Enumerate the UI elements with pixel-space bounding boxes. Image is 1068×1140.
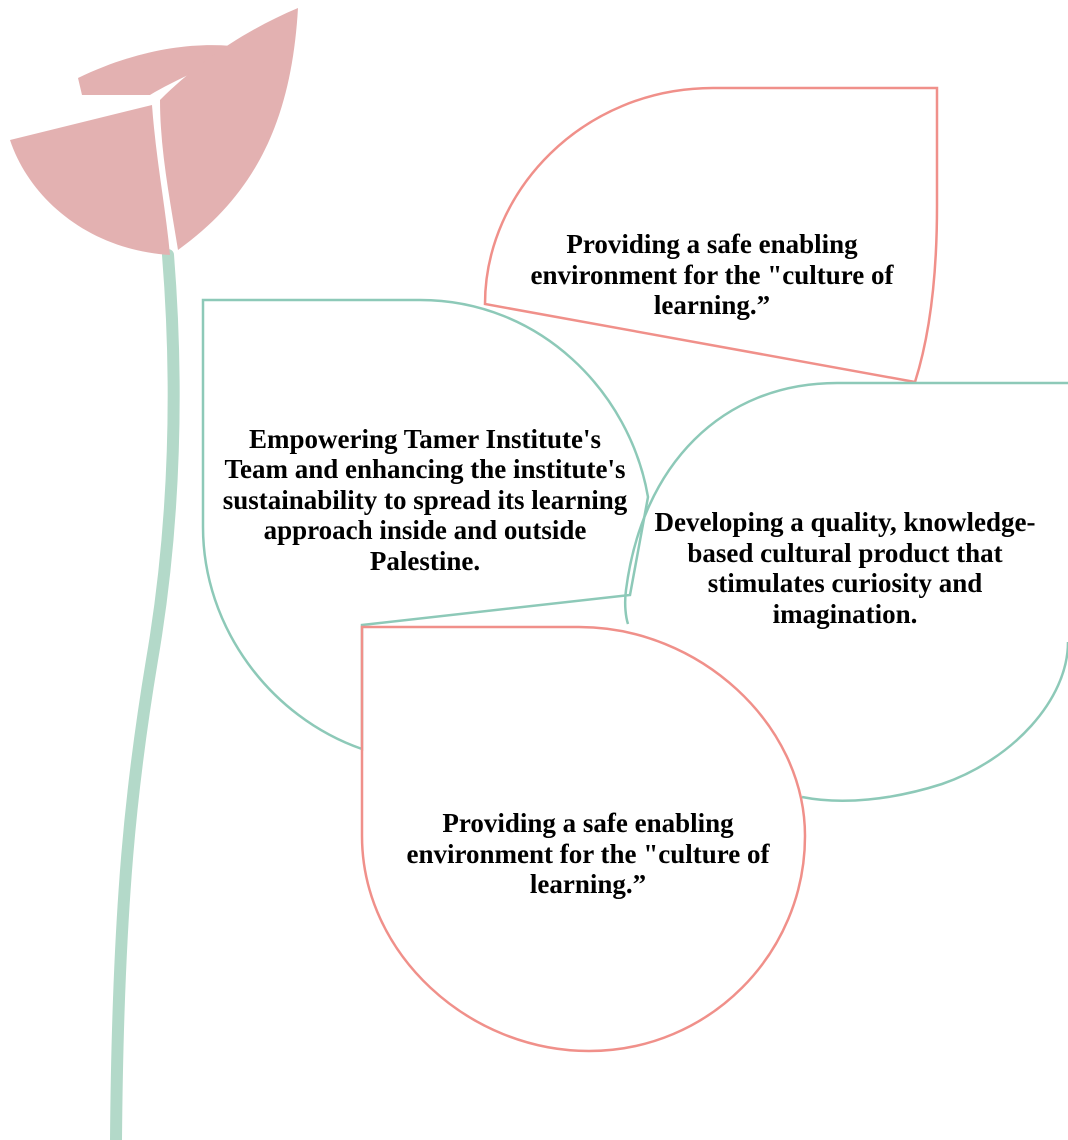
leaf-text-right: Developing a quality, knowledge-based cu… bbox=[654, 507, 1036, 629]
leaf-shape-left bbox=[201, 298, 650, 751]
tulip-flower bbox=[10, 8, 298, 255]
leaf-shape-top bbox=[483, 86, 939, 384]
leaf-text-left: Empowering Tamer Institute's Team and en… bbox=[222, 423, 628, 576]
tulip-stem bbox=[110, 249, 180, 1140]
leaf-shape-right bbox=[623, 381, 1068, 802]
tulip-petal-left bbox=[10, 105, 170, 255]
leaf-shape-bottom bbox=[360, 625, 807, 1053]
leaf-text-top: Providing a safe enabling environment fo… bbox=[530, 229, 894, 321]
tulip-petal-middle bbox=[78, 45, 248, 95]
leaf-text-bottom: Providing a safe enabling environment fo… bbox=[406, 808, 770, 900]
tulip-petal-right bbox=[160, 8, 298, 250]
